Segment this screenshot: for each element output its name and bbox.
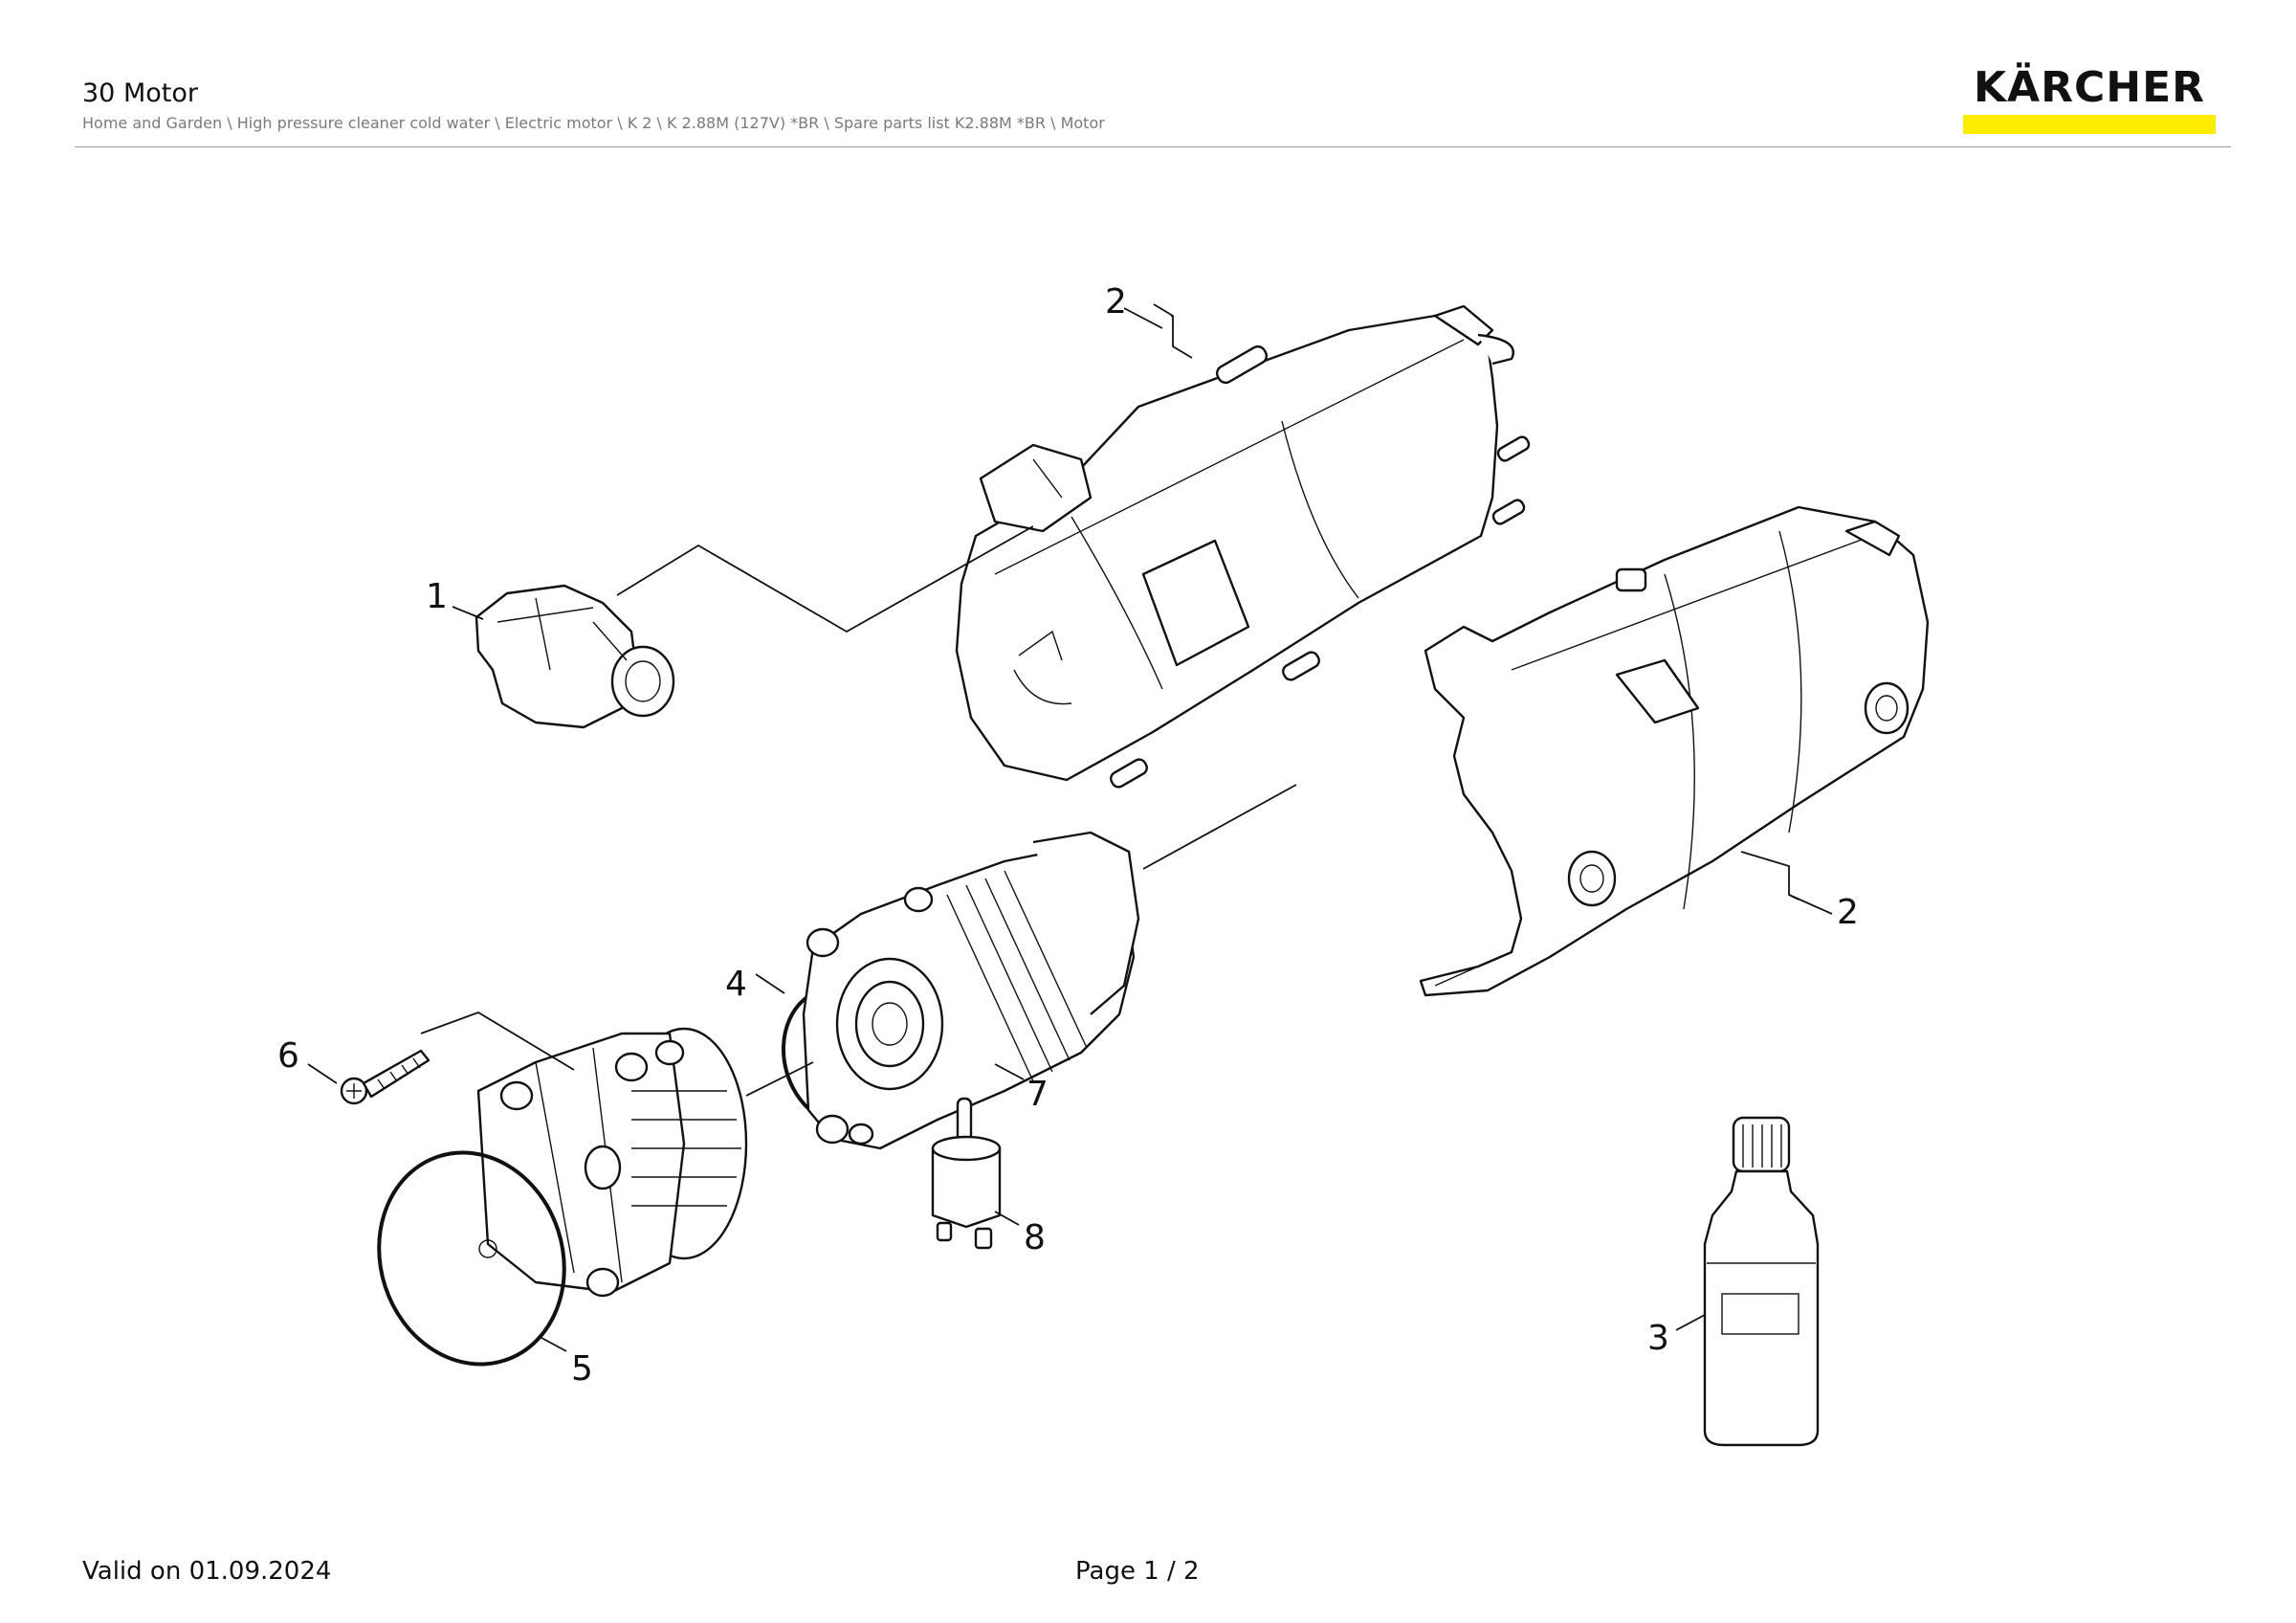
lower-housing-half: [1419, 505, 1930, 997]
callout-8: 8: [1024, 1218, 1046, 1257]
callout-1: 1: [426, 577, 448, 616]
pressure-switch: [475, 584, 675, 729]
callout-2-upper: 2: [1105, 282, 1127, 322]
leader-lines: [307, 303, 1833, 1352]
callout-4: 4: [725, 965, 747, 1004]
page-title: 30 Motor: [82, 78, 198, 108]
callout-7: 7: [1027, 1075, 1049, 1114]
callout-6: 6: [277, 1036, 299, 1076]
end-shield: [476, 1027, 748, 1298]
upper-housing-half: [955, 304, 1531, 789]
breadcrumb: Home and Garden \ High pressure cleaner …: [82, 114, 1105, 132]
page-number: Page 1 / 2: [1075, 1557, 1200, 1586]
brush-holder: [931, 1097, 1002, 1250]
logo-wordmark: KÄRCHER: [1973, 63, 2206, 112]
screw: [340, 1049, 430, 1105]
callout-3: 3: [1647, 1319, 1669, 1358]
callout-2-lower: 2: [1837, 893, 1859, 932]
karcher-logo: KÄRCHER: [1963, 63, 2216, 138]
valid-date: Valid on 01.09.2024: [82, 1557, 332, 1586]
oil-bottle: [1703, 1116, 1820, 1447]
header-divider: [75, 146, 2231, 147]
gasket-ring: [377, 1150, 566, 1367]
callout-5: 5: [571, 1349, 593, 1389]
electric-motor: [802, 831, 1140, 1150]
logo-yellow-bar: [1963, 115, 2216, 134]
